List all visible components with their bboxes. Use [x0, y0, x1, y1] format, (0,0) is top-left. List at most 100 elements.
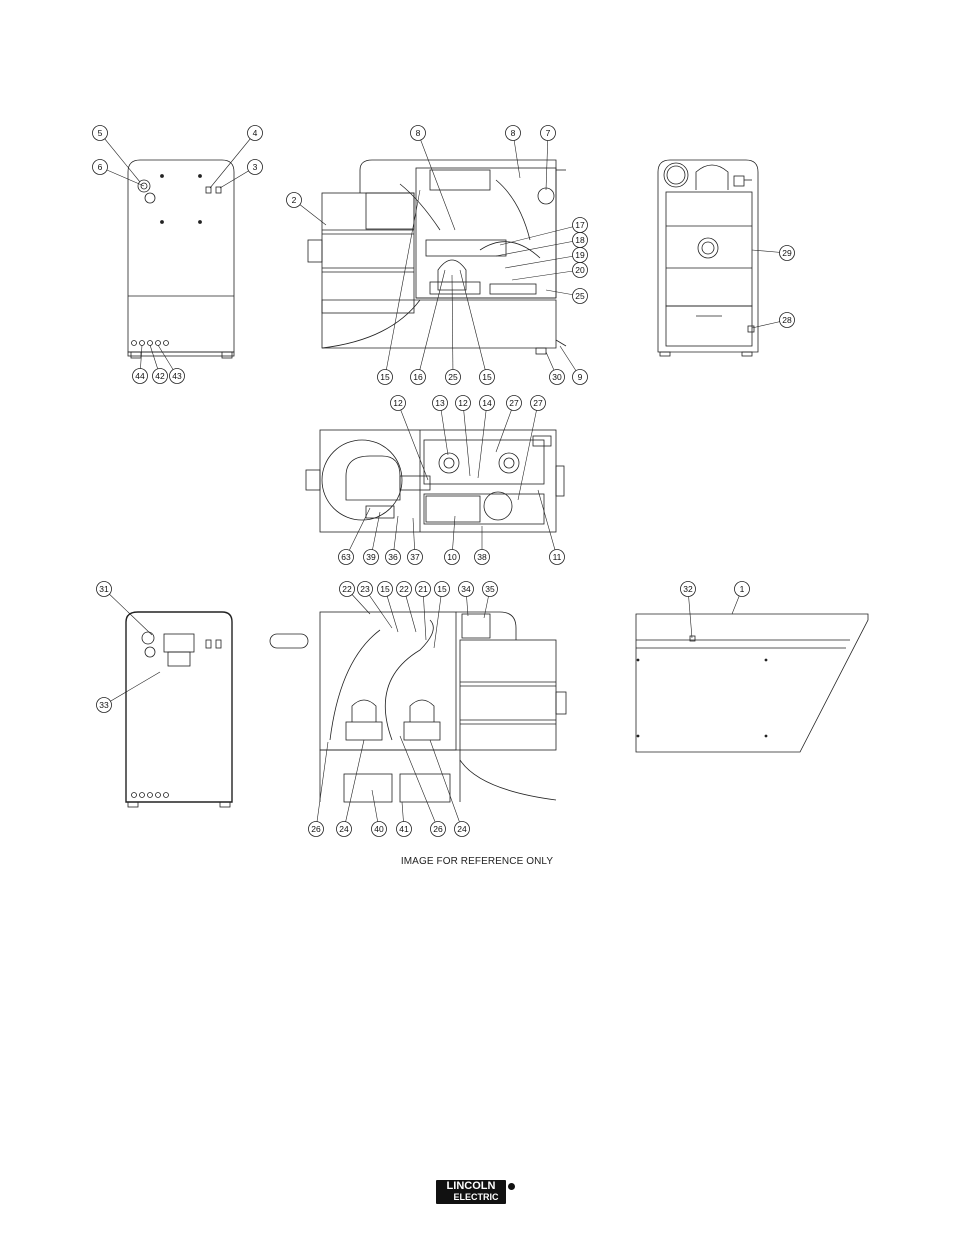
callout-side2-21: 21: [416, 582, 431, 597]
top-view: [306, 430, 564, 532]
callout-number: 32: [683, 584, 693, 594]
callout-rear-29: 29: [780, 246, 795, 261]
callout-number: 21: [418, 584, 428, 594]
callout-side2-41: 41: [397, 822, 412, 837]
callout-number: 39: [366, 552, 376, 562]
callout-number: 30: [552, 372, 562, 382]
callout-side-17: 17: [573, 218, 588, 233]
callout-side2-23: 23: [358, 582, 373, 597]
leader-line-19: [505, 255, 580, 268]
callout-number: 31: [99, 584, 109, 594]
callout-number: 27: [533, 398, 543, 408]
callout-top-12: 12: [391, 396, 406, 411]
callout-number: 11: [553, 552, 562, 562]
leader-line-27: [518, 403, 538, 500]
callout-number: 16: [413, 372, 423, 382]
leader-line-8: [418, 133, 455, 230]
logo-line-2: ELECTRIC: [450, 1192, 502, 1202]
callout-side2-22: 22: [397, 582, 412, 597]
leader-line-18: [496, 240, 580, 256]
leader-line-15: [460, 270, 487, 377]
callout-side2-15: 15: [435, 582, 450, 597]
callout-side2-26: 26: [431, 822, 446, 837]
callout-side-25: 25: [573, 289, 588, 304]
callout-side-2: 2: [287, 193, 302, 208]
lid-view: [636, 614, 868, 752]
callout-number: 8: [416, 128, 421, 138]
callout-side2-15: 15: [378, 582, 393, 597]
callout-front2-31: 31: [97, 582, 112, 597]
callout-side-18: 18: [573, 233, 588, 248]
callout-number: 26: [433, 824, 443, 834]
callout-side-8: 8: [506, 126, 521, 141]
callout-top-13: 13: [433, 396, 448, 411]
callout-number: 12: [458, 398, 468, 408]
callout-side2-26: 26: [309, 822, 324, 837]
callout-top-27: 27: [507, 396, 522, 411]
callout-number: 33: [99, 700, 109, 710]
lincoln-electric-logo: LINCOLN ELECTRIC: [436, 1180, 518, 1206]
leader-line-15: [434, 589, 442, 648]
leader-line-11: [538, 490, 557, 557]
callout-side2-24: 24: [337, 822, 352, 837]
callout-number: 36: [388, 552, 398, 562]
callout-number: 35: [485, 584, 495, 594]
callout-side-20: 20: [573, 263, 588, 278]
callout-side-8: 8: [411, 126, 426, 141]
callout-front-6: 6: [93, 160, 108, 175]
callout-number: 18: [575, 235, 585, 245]
callout-front-43: 43: [170, 369, 185, 384]
callout-side2-22: 22: [340, 582, 355, 597]
callout-side2-34: 34: [459, 582, 474, 597]
registered-mark-icon: [508, 1183, 515, 1190]
leader-line-7: [546, 133, 548, 190]
callout-number: 14: [482, 398, 492, 408]
callout-side-15: 15: [480, 370, 495, 385]
callout-top-39: 39: [364, 550, 379, 565]
callout-number: 22: [342, 584, 352, 594]
callout-number: 28: [782, 315, 792, 325]
side-view: [308, 160, 566, 354]
callout-labels: 5463444243887217181920251516251530929281…: [93, 126, 795, 837]
logo-plate: LINCOLN ELECTRIC: [436, 1180, 506, 1204]
callout-number: 9: [578, 372, 583, 382]
callout-front-44: 44: [133, 369, 148, 384]
callout-number: 15: [380, 584, 390, 594]
callout-side-9: 9: [573, 370, 588, 385]
callout-number: 15: [482, 372, 492, 382]
front-view-2: [126, 612, 232, 807]
leader-line-33: [104, 672, 160, 705]
leader-line-4: [210, 133, 255, 188]
callout-front-42: 42: [153, 369, 168, 384]
leader-line-24: [430, 740, 462, 829]
callout-number: 15: [380, 372, 390, 382]
callout-number: 13: [435, 398, 445, 408]
leader-line-16: [418, 270, 445, 377]
callout-number: 8: [511, 128, 516, 138]
leader-line-14: [478, 403, 487, 478]
callout-number: 26: [311, 824, 321, 834]
callout-number: 5: [98, 128, 103, 138]
callout-number: 44: [135, 371, 145, 381]
reference-caption: IMAGE FOR REFERENCE ONLY: [0, 856, 954, 867]
leader-lines: [100, 133, 787, 829]
callout-top-11: 11: [550, 550, 565, 565]
callout-top-36: 36: [386, 550, 401, 565]
leader-line-24: [344, 740, 364, 829]
leader-line-5: [100, 133, 140, 182]
callout-number: 20: [575, 265, 585, 275]
callout-number: 12: [393, 398, 403, 408]
callout-number: 1: [740, 584, 745, 594]
callout-side2-24: 24: [455, 822, 470, 837]
callout-lid-1: 1: [735, 582, 750, 597]
callout-lid-32: 32: [681, 582, 696, 597]
leader-line-12: [463, 403, 470, 476]
callout-rear-28: 28: [780, 313, 795, 328]
leader-line-26: [316, 742, 328, 829]
callout-top-27: 27: [531, 396, 546, 411]
callout-side-25: 25: [446, 370, 461, 385]
leader-line-15: [385, 190, 420, 377]
callout-front-4: 4: [248, 126, 263, 141]
callout-side2-35: 35: [483, 582, 498, 597]
